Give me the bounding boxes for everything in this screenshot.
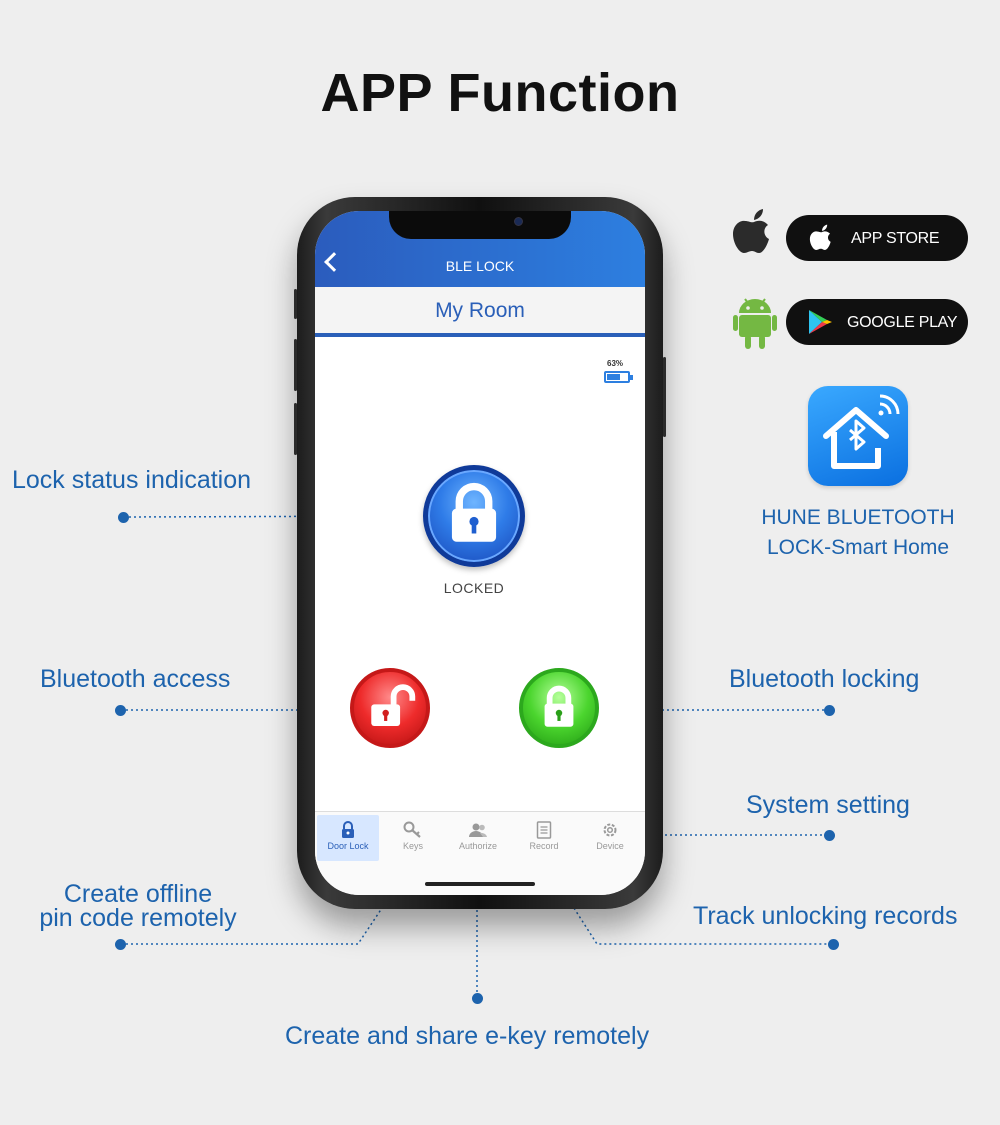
- google-play-label: GOOGLE PLAY: [847, 314, 958, 331]
- tab-label: Device: [596, 841, 624, 851]
- lock-status-button[interactable]: [423, 465, 525, 567]
- app-name-line2: LOCK-Smart Home: [766, 536, 950, 559]
- app-icon[interactable]: [808, 386, 908, 486]
- lock-icon: [342, 821, 354, 838]
- key-icon: [403, 821, 421, 838]
- leader-offline-pin: [121, 865, 411, 945]
- room-title: My Room: [435, 299, 525, 322]
- app-header-title: BLE LOCK: [445, 258, 515, 274]
- tab-label: Record: [529, 841, 559, 851]
- annotation-dot: [824, 830, 835, 841]
- android-icon: [733, 298, 777, 349]
- phone-screen: BLE LOCK My Room 63% LOCKED: [315, 211, 645, 895]
- bluetooth-lock-button[interactable]: [519, 668, 599, 748]
- annotation-dot: [472, 993, 483, 1004]
- annotation-lock-status: Lock status indication: [12, 466, 252, 494]
- annotation-track-records: Track unlocking records: [693, 902, 958, 930]
- annotation-dot: [828, 939, 839, 950]
- battery-percent: 63%: [607, 359, 624, 368]
- padlock-closed-icon: [451, 482, 497, 542]
- annotation-offline-pin-line1: Create offline: [63, 880, 213, 908]
- annotation-dot: [115, 705, 126, 716]
- tab-label: Authorize: [458, 841, 498, 851]
- annotation-bt-locking: Bluetooth locking: [729, 665, 920, 693]
- tab-bar: Door Lock Keys Authorize: [315, 811, 645, 895]
- annotation-dot: [115, 939, 126, 950]
- phone-mockup: BLE LOCK My Room 63% LOCKED: [294, 197, 666, 909]
- tab-label: Keys: [402, 841, 423, 851]
- camera-icon: [514, 217, 523, 226]
- annotation-offline-pin: Create offline pin code remotely: [28, 880, 248, 932]
- annotation-dot: [118, 512, 129, 523]
- phone-volume-up: [294, 339, 297, 391]
- app-name: HUNE BLUETOOTH LOCK-Smart Home: [745, 503, 971, 563]
- google-play-badge[interactable]: GOOGLE PLAY: [786, 299, 968, 345]
- padlock-closed-icon: [544, 685, 574, 727]
- room-bar: My Room: [315, 287, 645, 337]
- tab-authorize[interactable]: Authorize: [447, 815, 509, 861]
- app-name-line1: HUNE BLUETOOTH: [761, 506, 955, 529]
- tab-keys[interactable]: Keys: [382, 815, 444, 861]
- tab-door-lock[interactable]: Door Lock: [317, 815, 379, 861]
- annotation-bt-access: Bluetooth access: [40, 665, 231, 693]
- phone-notch: [389, 211, 571, 239]
- app-store-label: APP STORE: [851, 230, 940, 247]
- google-play-icon: [809, 310, 832, 334]
- tab-device[interactable]: Device: [579, 815, 641, 861]
- bluetooth-unlock-button[interactable]: [350, 668, 430, 748]
- home-indicator: [425, 882, 535, 886]
- annotation-share-ekey: Create and share e-key remotely: [285, 1022, 650, 1050]
- app-store-badge[interactable]: APP STORE: [786, 215, 968, 261]
- phone-mute-switch: [294, 289, 297, 319]
- page-title: APP Function: [320, 63, 680, 123]
- battery-icon: [604, 371, 633, 383]
- apple-icon: [809, 224, 831, 250]
- annotation-system-setting: System setting: [746, 791, 910, 819]
- lock-status-label: LOCKED: [443, 580, 505, 596]
- document-icon: [536, 821, 552, 839]
- gear-icon: [603, 823, 617, 837]
- padlock-open-icon: [371, 684, 416, 726]
- tab-record[interactable]: Record: [513, 815, 575, 861]
- phone-volume-down: [294, 403, 297, 455]
- apple-icon: [733, 209, 769, 253]
- tab-label: Door Lock: [327, 841, 369, 851]
- bluetooth-home-icon: [823, 394, 900, 469]
- phone-power-button: [663, 357, 666, 437]
- battery-fill: [607, 374, 620, 380]
- annotation-dot: [824, 705, 835, 716]
- annotation-offline-pin-line2: pin code remotely: [39, 904, 237, 932]
- users-icon: [469, 823, 487, 837]
